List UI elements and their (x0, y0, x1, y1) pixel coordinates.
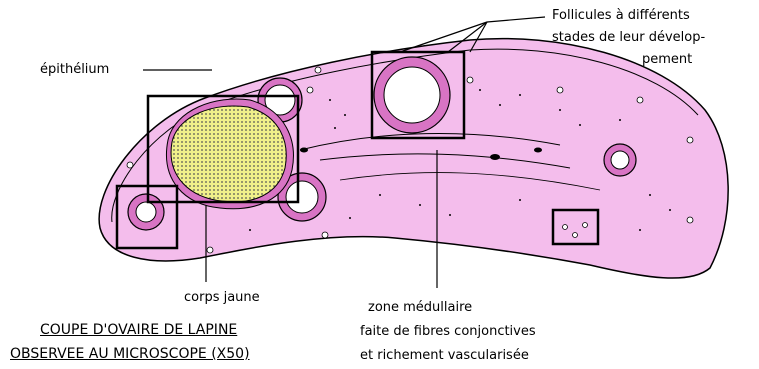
follicles-label-2: stades de leur dévelop- (552, 30, 705, 46)
follicles-label-1: Follicules à différents (552, 8, 690, 24)
diagram-title-line-1: COUPE D'OVAIRE DE LAPINE (40, 322, 237, 338)
follicle-antrum (611, 151, 629, 169)
epithelium-label: épithélium (40, 62, 109, 78)
zone-label-1: zone médullaire (368, 300, 472, 316)
follicle-antrum (136, 202, 156, 222)
corps-jaune-label: corps jaune (184, 290, 260, 306)
follicles-label-3: pement (642, 52, 692, 68)
corpus-luteum (171, 106, 286, 202)
blood-vessel (300, 148, 308, 153)
blood-vessel (490, 154, 500, 160)
zone-label-3: et richement vascularisée (360, 348, 529, 364)
blood-vessel (534, 148, 542, 153)
leader-follicles (487, 17, 545, 22)
follicle-antrum (286, 181, 318, 213)
follicle-antrum (384, 67, 440, 123)
zone-label-2: faite de fibres conjonctives (360, 324, 536, 340)
diagram-title-line-2: OBSERVEE AU MICROSCOPE (X50) (10, 346, 250, 362)
